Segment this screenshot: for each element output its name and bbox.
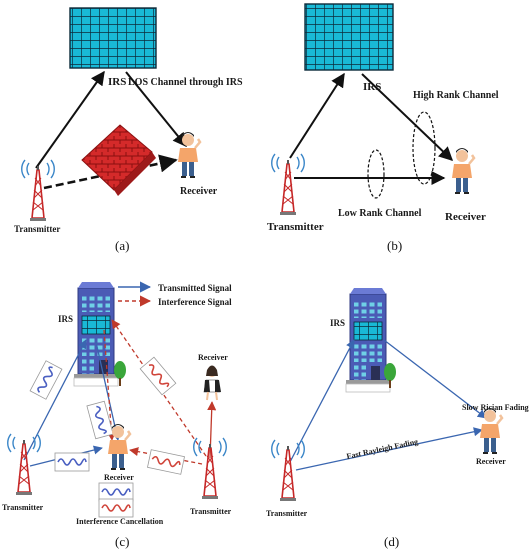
irs-label-b: IRS — [363, 81, 381, 93]
tx-to-rx-arrow-d — [295, 427, 483, 471]
irs-label-d: IRS — [330, 318, 345, 328]
transmitter-tower-icon-a — [20, 159, 56, 222]
irs-label-c: IRS — [58, 314, 73, 324]
panel-c: Transmitted Signal Interference Signal I… — [2, 281, 232, 549]
receiver-woman-icon-c — [203, 365, 221, 401]
transmitter-tower-icon-c-right — [192, 437, 228, 500]
brick-wall-icon — [81, 124, 156, 196]
los-channel-label: LOS Channel through IRS — [128, 77, 243, 88]
transmitter-label-d: Transmitter — [266, 509, 308, 518]
caption-a: (a) — [115, 238, 129, 253]
irs-to-rx-arrow-a — [125, 71, 187, 148]
receiver-label-d: Receiver — [476, 457, 506, 466]
receiver-label-c-top: Receiver — [198, 353, 228, 362]
panel-d: IRS Slow Rician Fading Fast Rayleigh Fad… — [266, 287, 529, 549]
irs-to-rx-arrow-b — [361, 73, 454, 161]
irs-panel-a — [69, 7, 157, 69]
caption-d: (d) — [384, 534, 399, 549]
tx-to-irs-arrow-a — [35, 70, 105, 169]
fast-rayleigh-label: Fast Rayleigh Fading — [346, 437, 419, 461]
caption-c: (c) — [115, 534, 129, 549]
interference-irs-to-receiver — [103, 329, 116, 441]
high-rank-label: High Rank Channel — [413, 90, 499, 101]
legend-interference-label: Interference Signal — [158, 297, 232, 307]
signal-card-blue-1 — [29, 359, 63, 401]
receiver-person-icon-b — [450, 146, 476, 196]
irs-label-a: IRS — [108, 76, 126, 88]
transmitter-tower-icon-b — [270, 153, 306, 216]
tx-left-to-irs — [23, 339, 87, 461]
transmitter-label-c-left: Transmitter — [2, 503, 44, 512]
signal-card-red-1 — [139, 356, 177, 396]
transmitter-label-b: Transmitter — [267, 221, 324, 233]
cancellation-cards — [98, 482, 134, 518]
caption-b: (b) — [387, 238, 402, 253]
building-irs-icon-c — [73, 281, 119, 387]
panel-b: IRS High Rank Channel Low Rank Channel T… — [267, 3, 499, 253]
panel-a: IRS LOS Channel through IRS Transmitter … — [14, 7, 243, 253]
transmitter-tower-icon-d — [270, 439, 306, 502]
receiver-label-a: Receiver — [180, 186, 218, 197]
building-irs-icon-d — [345, 287, 391, 393]
irs-panel-b — [304, 3, 394, 71]
low-rank-label: Low Rank Channel — [338, 208, 422, 219]
tx-to-irs-arrow-d — [289, 339, 355, 463]
high-rank-ellipse — [412, 111, 436, 185]
transmitter-label-c-right: Transmitter — [190, 507, 232, 516]
tx-to-irs-arrow-b — [289, 72, 345, 159]
cancellation-label: Interference Cancellation — [76, 517, 164, 526]
signal-card-blue-2 — [54, 452, 90, 472]
legend-transmitted-label: Transmitted Signal — [158, 283, 232, 293]
transmitter-label-a: Transmitter — [14, 224, 60, 234]
tree-icon-d — [384, 363, 396, 388]
slow-rician-label: Slow Rician Fading — [462, 403, 529, 412]
receiver-label-c: Receiver — [104, 473, 134, 482]
irs-to-receiver-c — [95, 341, 121, 441]
low-rank-ellipse — [367, 149, 385, 199]
receiver-label-b: Receiver — [445, 211, 486, 223]
tree-icon-c — [114, 361, 126, 386]
receiver-person-icon-d — [478, 406, 504, 456]
signal-card-red-2 — [146, 448, 186, 476]
irs-to-rx-arrow-d — [383, 339, 487, 419]
